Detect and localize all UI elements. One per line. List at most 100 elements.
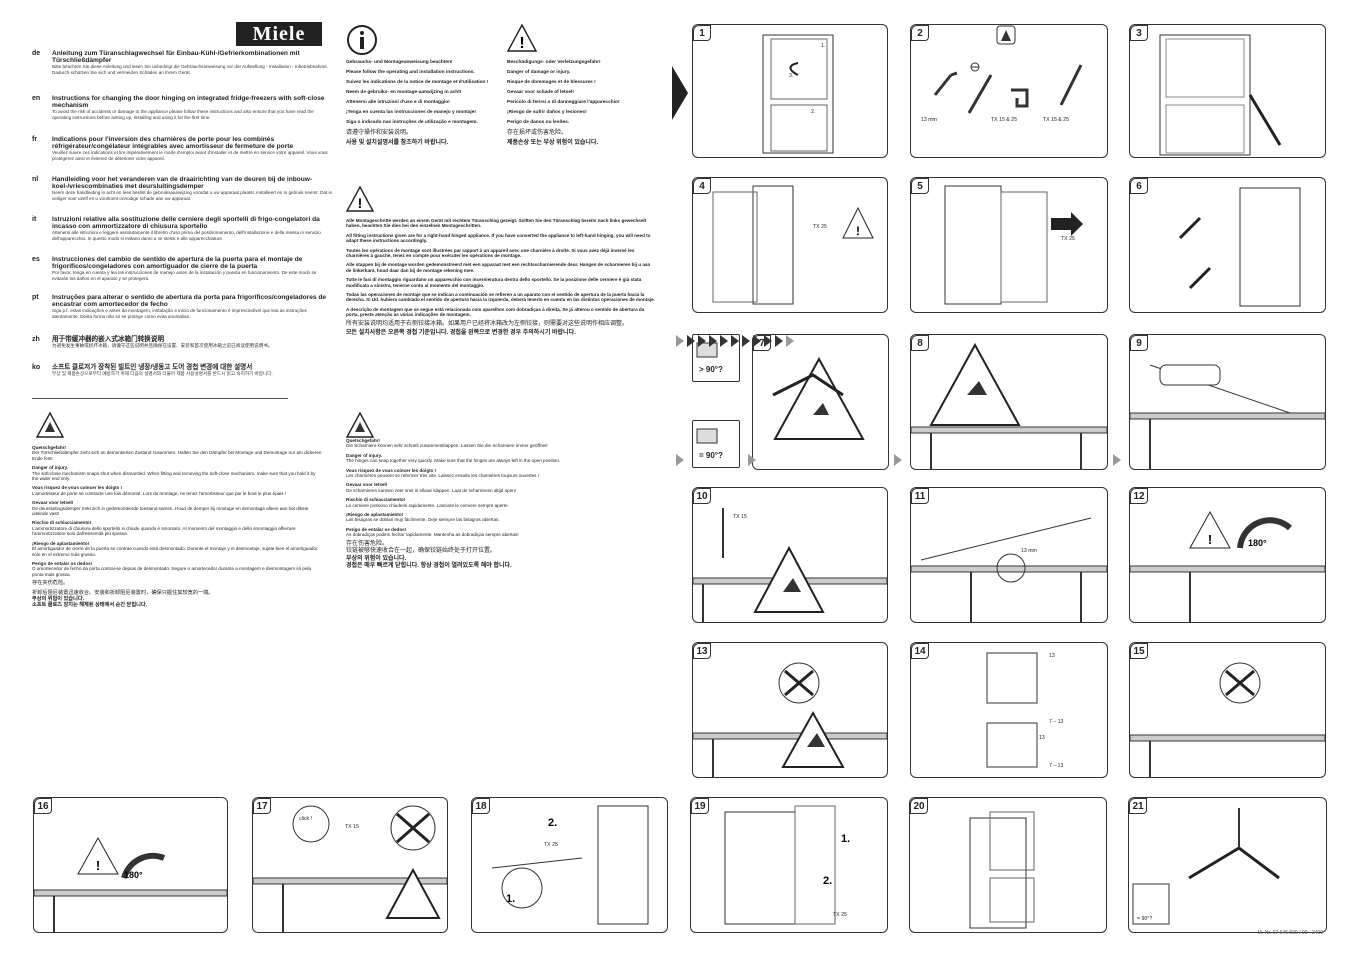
tool-label: TX 15 & 25 bbox=[1043, 117, 1069, 123]
step-panel-15: 15 bbox=[1129, 642, 1326, 778]
step-number: 17 bbox=[253, 798, 271, 814]
direction-arrow bbox=[672, 66, 690, 125]
instruction-paragraph: Todas las operaciones de montaje que se … bbox=[346, 292, 655, 303]
warning-title: Perigo de entalar os dedos! bbox=[32, 560, 93, 566]
step-illustration: 2.1.TX 25 bbox=[491, 805, 649, 925]
language-body: To avoid the risk of accidents or damage… bbox=[52, 109, 314, 120]
part-label: 7 – 13 bbox=[1049, 719, 1064, 725]
warning-title: Gevaar voor letsel! bbox=[346, 482, 388, 488]
instruction-line: Neem de gebruiks- en montage-aanwijzing … bbox=[346, 90, 462, 95]
warning-desc: De scharnieren kunnen zeer snel in elkaa… bbox=[346, 487, 517, 493]
warning-desc: Las bisagras se doblan muy fácilmente. D… bbox=[346, 517, 500, 523]
warning-cjk: 부상의 위험이 있습니다. bbox=[32, 595, 85, 602]
angle-check-box: = 90°? bbox=[692, 420, 740, 468]
warning-desc: Der Türschließdämpfer zieht sich im demo… bbox=[32, 450, 322, 461]
language-heading: Handleiding voor het veranderen van de d… bbox=[52, 176, 313, 191]
warning-item: Gevaar voor letsel!De deursluitingsdempe… bbox=[32, 500, 322, 516]
hinge-warning-cjk: 存在伤害危险。 bbox=[346, 540, 389, 547]
instruction-paragraph: Alle stappen bij de montage worden gedem… bbox=[346, 262, 651, 273]
part-label: 13 bbox=[1039, 735, 1045, 741]
warning-item: Vous risquez de vous coincer les doigts … bbox=[32, 485, 322, 496]
hinge-warning-cjk: 경첩은 매우 빠르게 닫힙니다. 항상 경첩이 열려있도록 해야 합니다. bbox=[346, 562, 512, 569]
step-panel-7: 7 bbox=[752, 334, 889, 470]
step-illustration bbox=[1130, 662, 1325, 777]
step-illustration: click !TX 15 bbox=[253, 805, 447, 932]
instruction-cjk: 请遵守操作和安装说明。 bbox=[346, 130, 413, 136]
instruction-line: Gevaar voor schade of letsel! bbox=[507, 90, 574, 95]
step-illustration: TX 25 ! bbox=[712, 185, 874, 305]
warning-title: Quetschgefahr! bbox=[346, 438, 380, 443]
step-number: 13 bbox=[693, 643, 711, 659]
arrow-strip-row3 bbox=[676, 335, 794, 347]
step-panel-9: 9 bbox=[1129, 334, 1326, 470]
step-illustration: TX 15 bbox=[693, 508, 887, 622]
language-code: pt bbox=[32, 294, 39, 301]
step-panel-3: 3 bbox=[1129, 24, 1326, 158]
step-number: 10 bbox=[693, 488, 711, 504]
warning-cjk: 折卸后阻尼装置迅速收合。安装和折卸阻尼装置时，确保只握住其较宽的一端。 bbox=[32, 589, 214, 596]
instruction-cjk: 存在损坏或伤害危险。 bbox=[507, 130, 568, 136]
language-code: de bbox=[32, 50, 41, 57]
step-number: 21 bbox=[1129, 798, 1147, 814]
language-heading: Indications pour l'inversion des charniè… bbox=[52, 136, 294, 151]
language-body: 为避免发生事故或损坏冰箱，请遵守这些说明并且确保在设置、安装和首次使用冰箱之前已… bbox=[52, 343, 273, 349]
step-illustration: TX 25 bbox=[944, 185, 1083, 305]
step-number: 20 bbox=[910, 798, 928, 814]
language-body: Neem deze handleiding in acht en lees be… bbox=[52, 190, 332, 201]
language-code: it bbox=[32, 216, 37, 223]
step-illustration bbox=[1159, 34, 1282, 156]
step-illustration: = 90°? bbox=[1132, 808, 1280, 925]
instruction-paragraph: Toutes les opérations de montage sont il… bbox=[346, 247, 635, 259]
hinge-warning-item: Vous risquez de vous coincer les doigts … bbox=[346, 468, 656, 479]
step-panel-1: 1.3.2.1 bbox=[692, 24, 888, 158]
step-label: 3. bbox=[789, 73, 793, 79]
rotation-label: 180° bbox=[1248, 538, 1267, 548]
step-label: 2. bbox=[548, 817, 557, 829]
hinge-warning-cjk: 부상의 위험이 있습니다. bbox=[346, 555, 407, 562]
miele-logo: Miele bbox=[236, 22, 322, 46]
hinge-warning-cjk: 铰链被够快速收合在一起，确保铰链始终处于打开位置。 bbox=[346, 548, 497, 555]
svg-text:!: ! bbox=[96, 858, 100, 873]
step-number: 12 bbox=[1130, 488, 1148, 504]
warning-title: ¡Riesgo de aplastamiento! bbox=[32, 540, 90, 546]
step-number: 14 bbox=[911, 643, 929, 659]
tool-label: TX 25 bbox=[1061, 236, 1075, 242]
warning-title: Perigo de entalar os dedos! bbox=[346, 526, 407, 532]
instruction-cjk: 모든 설치사항은 오른쪽 경첩 기준입니다. 경첩을 왼쪽으로 변경한 경우 주… bbox=[346, 330, 576, 337]
step-number: 5 bbox=[911, 178, 929, 194]
part-label: 7 – 13 bbox=[1049, 763, 1064, 769]
step-panel-12: !180°12 bbox=[1129, 487, 1326, 623]
rotation-label: 180° bbox=[124, 870, 143, 880]
svg-text:!: ! bbox=[856, 224, 860, 238]
step-panel-5: TX 25 5 bbox=[910, 177, 1108, 313]
warning-desc: Les charnières peuvent se refermer très … bbox=[346, 473, 540, 479]
instruction-paragraph: Tutte le fasi di montaggio riguardano un… bbox=[346, 277, 642, 288]
hinge-warning-item: Perigo de entalar os dedos!As dobradiças… bbox=[346, 527, 656, 538]
warning-title: Rischio di schiacciamento! bbox=[346, 497, 406, 503]
language-body: 부상 및 제품손상으로부터 예방하기 위해 다음의 설명서와 더불어 제품 사용… bbox=[52, 371, 273, 377]
step-number: 2 bbox=[911, 25, 929, 41]
warning-title: Danger of injury. bbox=[32, 465, 69, 471]
warning-desc: As dobradiças podem fechar rapidamente. … bbox=[346, 532, 519, 538]
step-illustration: ! 180° bbox=[34, 836, 227, 932]
tool-label: TX 25 bbox=[813, 224, 827, 230]
instruction-paragraph: Alle Montageschritte werden an einem Ger… bbox=[346, 218, 647, 229]
tool-label: TX 15 bbox=[733, 514, 747, 520]
tool-label: TX 25 bbox=[833, 912, 847, 918]
warning-cjk: 소프트 클로즈 장치는 해체된 상태에서 순간 닫힙니다. bbox=[32, 602, 148, 609]
warning-title: Quetschgefahr! bbox=[32, 445, 66, 450]
hinge-warning-item: Danger of injury.The hinges can snap tog… bbox=[346, 453, 656, 464]
info-icon bbox=[346, 24, 378, 56]
warning-cjk: 存在夹伤危险。 bbox=[32, 580, 69, 587]
angle-label: = 90°? bbox=[699, 451, 723, 460]
document-number: M.-Nr. 07 646 500 / 00 - 2409 bbox=[1257, 930, 1323, 936]
pinch-warning-icon-2 bbox=[345, 411, 375, 438]
hinge-warning-item: Gevaar voor letsel!De scharnieren kunnen… bbox=[346, 482, 656, 493]
step-number: 9 bbox=[1130, 335, 1148, 351]
